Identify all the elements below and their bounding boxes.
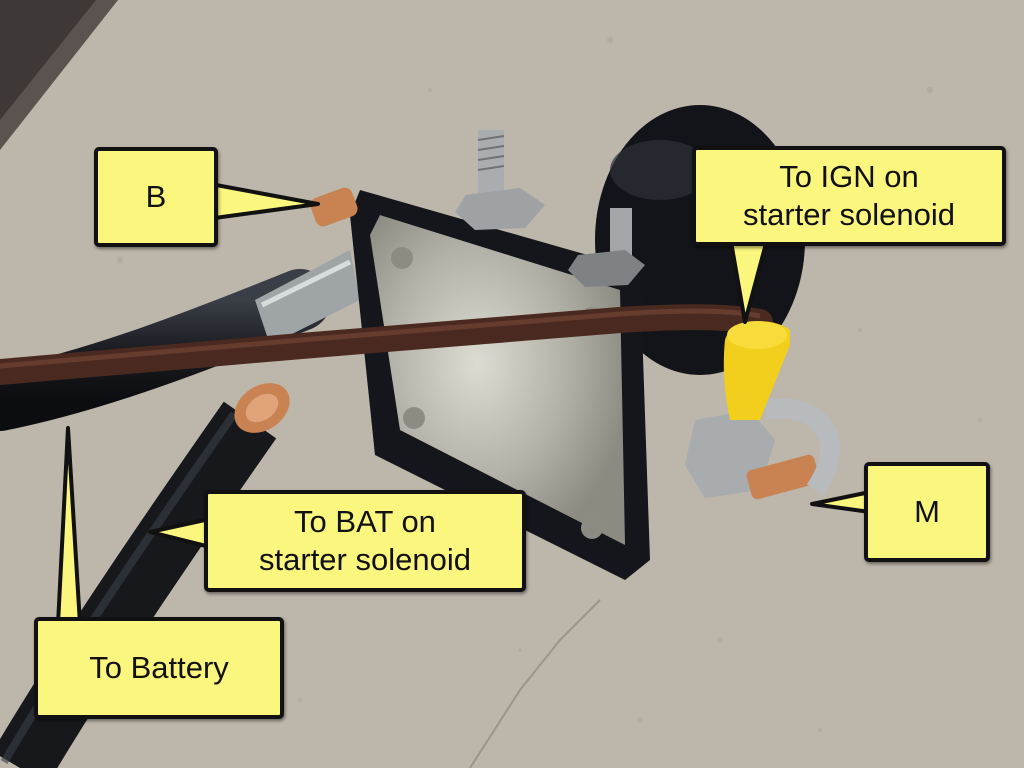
- callout-m: M: [864, 462, 990, 562]
- concrete-texture: [117, 37, 982, 732]
- callout-to-ign-text: To IGN on starter solenoid: [743, 159, 955, 232]
- metal-strap: [255, 250, 360, 345]
- metal-bracket: [763, 398, 840, 496]
- top-stud: [478, 130, 504, 195]
- callout-to-battery: To Battery: [34, 617, 284, 719]
- callout-m-text: M: [914, 494, 940, 529]
- concrete-crack: [469, 599, 601, 768]
- callout-to-bat: To BAT on starter solenoid: [204, 490, 526, 592]
- top-nut: [455, 188, 545, 230]
- solenoid-plate: [370, 215, 625, 545]
- battery-cable-lower: [0, 401, 277, 768]
- callout-b: B: [94, 147, 218, 247]
- callout-to-battery-text: To Battery: [89, 650, 229, 685]
- small-stud: [610, 208, 632, 258]
- callout-to-ign: To IGN on starter solenoid: [692, 146, 1006, 246]
- m-terminal-stud: [746, 454, 820, 500]
- small-nut: [568, 250, 645, 287]
- plate-rivet: [391, 247, 413, 269]
- b-terminal-stud: [310, 187, 358, 227]
- callout-to-bat-text: To BAT on starter solenoid: [259, 504, 471, 577]
- brown-ign-wire: [0, 304, 773, 385]
- callout-b-text: B: [145, 179, 167, 214]
